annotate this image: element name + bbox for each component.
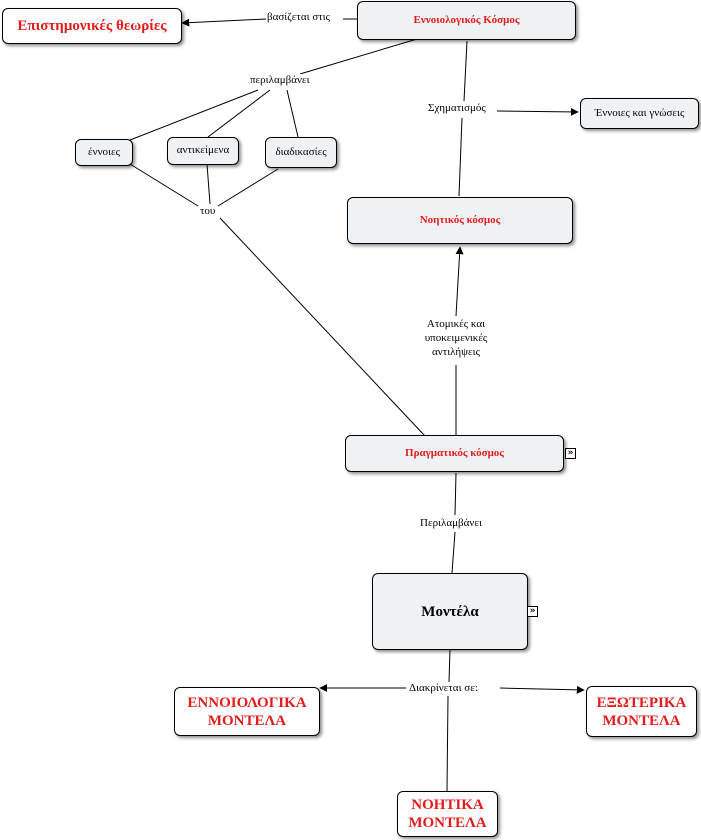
node-concepts-label: έννοιες bbox=[87, 145, 120, 158]
node-real-world[interactable]: Πραγματικός κόσμος bbox=[345, 435, 564, 472]
link-formation-to-knowledge bbox=[496, 107, 579, 116]
link-formation-to-mental bbox=[458, 117, 463, 197]
node-scientific-theories[interactable]: Επιστημονικές θεωρίες bbox=[2, 8, 182, 44]
node-mental-world-label: Νοητικός κόσμος bbox=[419, 213, 501, 226]
node-models-label: Μοντέλα bbox=[421, 603, 479, 620]
link-label-of: του bbox=[200, 205, 216, 219]
node-external-models[interactable]: ΕΞΩΤΕΡΙΚΑ ΜΟΝΤΕΛΑ bbox=[586, 686, 697, 737]
link-real-to-includes-cap bbox=[454, 472, 457, 516]
link-includes-to-objects bbox=[207, 89, 271, 138]
link-divided-to-external-models bbox=[499, 685, 585, 694]
link-objects-to-of bbox=[206, 163, 211, 205]
node-mental-world[interactable]: Νοητικός κόσμος bbox=[347, 197, 573, 244]
link-of-to-real-world bbox=[219, 217, 426, 437]
node-conceptual-world[interactable]: Εννοιολογικός Κόσμος bbox=[357, 1, 576, 40]
link-label-formation: Σχηματισμός bbox=[428, 102, 486, 116]
link-label-includes: περιλαμβάνει bbox=[250, 74, 310, 88]
node-mental-models-label: ΝΟΗΤΙΚΑ ΜΟΝΤΕΛΑ bbox=[408, 797, 487, 831]
node-processes[interactable]: διαδικασίες bbox=[265, 137, 337, 168]
link-label-includes-cap: Περιλαμβάνει bbox=[420, 517, 482, 531]
link-concepts-to-of bbox=[129, 163, 199, 207]
link-includes-cap-to-models bbox=[451, 531, 456, 574]
link-label-based-on: βασίζεται στις bbox=[267, 11, 330, 25]
link-processes-to-of bbox=[217, 168, 279, 207]
link-divided-to-mental-models bbox=[446, 695, 449, 792]
node-mental-models[interactable]: ΝΟΗΤΙΚΑ ΜΟΝΤΕΛΑ bbox=[397, 791, 498, 837]
node-objects-label: αντικείμενα bbox=[176, 144, 230, 157]
link-conceptual-to-formation bbox=[463, 40, 468, 102]
node-objects[interactable]: αντικείμενα bbox=[167, 137, 239, 165]
link-conceptual-to-includes bbox=[299, 38, 418, 75]
node-real-world-label: Πραγματικός κόσμος bbox=[405, 446, 504, 459]
link-models-to-divided bbox=[448, 648, 451, 683]
node-scientific-theories-label: Επιστημονικές θεωρίες bbox=[17, 18, 167, 34]
node-conceptual-models-label: ΕΝΝΟΙΟΛΟΓΙΚΑ ΜΟΝΤΕΛΑ bbox=[187, 694, 307, 729]
node-concepts[interactable]: έννοιες bbox=[75, 139, 133, 166]
node-processes-label: διαδικασίες bbox=[275, 145, 327, 158]
node-conceptual-models[interactable]: ΕΝΝΟΙΟΛΟΓΙΚΑ ΜΟΝΤΕΛΑ bbox=[174, 687, 320, 736]
link-based-on-to-theories bbox=[181, 18, 267, 27]
node-conceptual-world-label: Εννοιολογικός Κόσμος bbox=[413, 13, 520, 26]
node-external-models-label: ΕΞΩΤΕΡΙΚΑ ΜΟΝΤΕΛΑ bbox=[596, 694, 687, 729]
link-perceptions-to-mental bbox=[455, 246, 464, 317]
link-label-divided-into: Διακρίνεται σε: bbox=[409, 682, 478, 696]
link-includes-to-processes bbox=[286, 89, 299, 138]
expand-models-icon[interactable]: » bbox=[527, 606, 538, 617]
node-models[interactable]: Μοντέλα bbox=[372, 573, 528, 650]
link-includes-to-concepts bbox=[129, 89, 259, 141]
expand-real-world-icon[interactable]: » bbox=[565, 448, 576, 459]
link-label-perceptions: Ατομικές και υποκειμενικές αντιλήψεις bbox=[406, 318, 506, 360]
node-concepts-knowledge-label: Έννοιες και γνώσεις bbox=[594, 106, 685, 119]
node-concepts-knowledge[interactable]: Έννοιες και γνώσεις bbox=[580, 98, 699, 129]
